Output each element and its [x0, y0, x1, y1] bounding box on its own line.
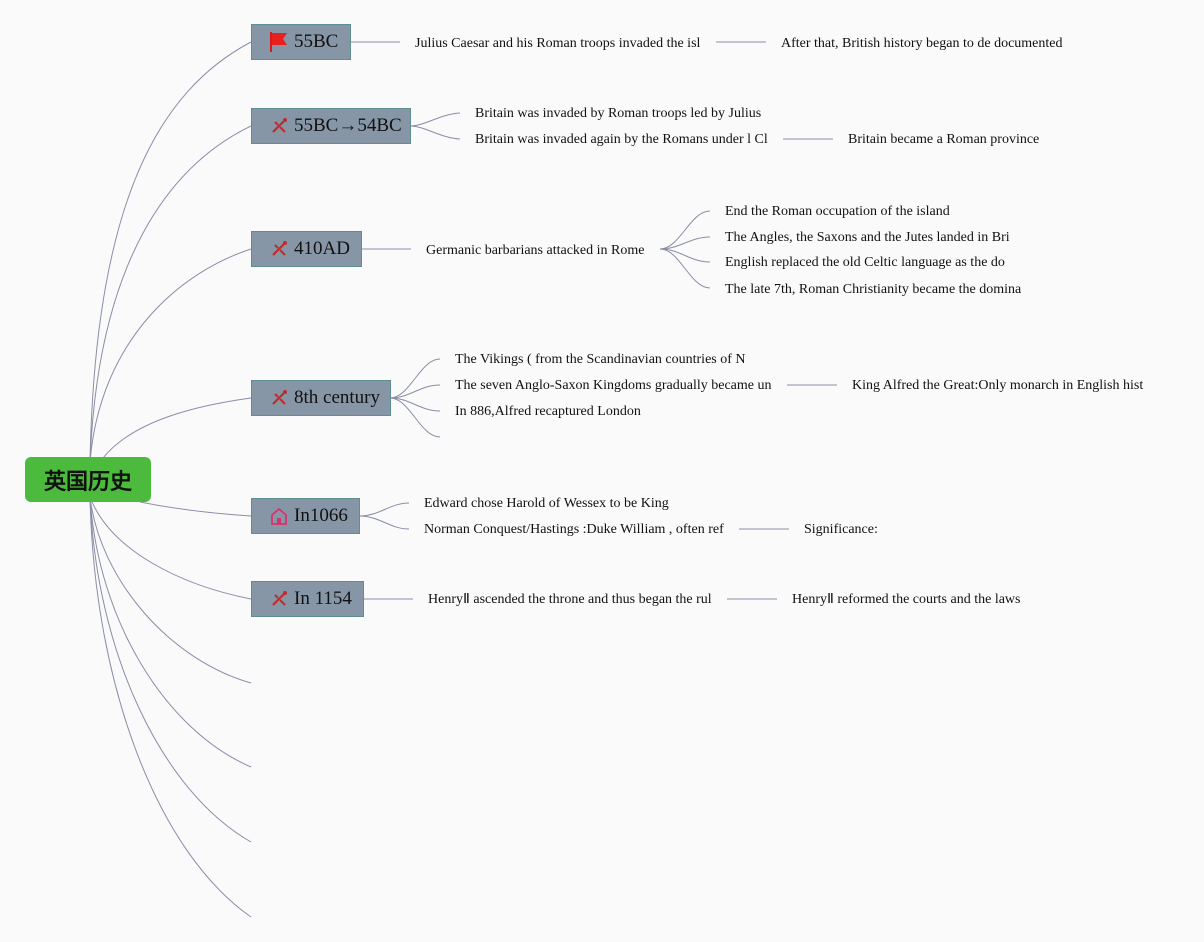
- link-t4-c4: [389, 397, 441, 438]
- subtopic-t4-2-1[interactable]: King Alfred the Great:Only monarch in En…: [852, 378, 1144, 393]
- link-t3-g4: [659, 248, 711, 289]
- subtopic-t4-1[interactable]: The Vikings ( from the Scandinavian coun…: [455, 352, 746, 367]
- link-t4-c2: [389, 384, 441, 399]
- subtopic-t3-1[interactable]: Germanic barbarians attacked in Rome: [426, 243, 645, 258]
- subtopic-t4-3[interactable]: In 886,Alfred recaptured London: [455, 404, 641, 419]
- subtopic-t6-1-1[interactable]: HenryⅡ reformed the courts and the laws: [792, 592, 1021, 607]
- root-link-empty-4: [89, 496, 252, 918]
- topic-label: In1066: [294, 505, 348, 526]
- subtopic-t3-1-3[interactable]: English replaced the old Celtic language…: [725, 255, 1005, 270]
- root-link-empty-1: [89, 496, 252, 684]
- tools-icon: [268, 238, 290, 260]
- link-t3-g2: [659, 236, 711, 250]
- subtopic-t1-1[interactable]: Julius Caesar and his Roman troops invad…: [415, 36, 701, 51]
- tools-icon: [268, 115, 290, 137]
- topic-410ad[interactable]: 410AD: [251, 231, 362, 267]
- subtopic-t4-4[interactable]: [455, 428, 515, 448]
- topic-label: 55BC: [294, 31, 339, 52]
- root-link-topic-4: [99, 397, 252, 463]
- subtopic-t6-1[interactable]: HenryⅡ ascended the throne and thus bega…: [428, 592, 712, 607]
- root-topic[interactable]: 英国历史: [25, 457, 151, 502]
- subtopic-t5-2[interactable]: Norman Conquest/Hastings :Duke William ,…: [424, 522, 724, 537]
- subtopic-t3-1-2[interactable]: The Angles, the Saxons and the Jutes lan…: [725, 230, 1010, 245]
- topic-label: 8th century: [294, 387, 381, 408]
- topic-label: In 1154: [294, 588, 352, 609]
- link-t4-c1: [389, 358, 441, 399]
- topic-in-1154[interactable]: In 1154: [251, 581, 364, 617]
- root-link-topic-2: [89, 125, 252, 463]
- root-link-empty-3: [89, 496, 252, 843]
- red-flag-icon: [268, 31, 290, 53]
- link-t5-c1: [358, 502, 410, 517]
- link-t5-c2: [358, 515, 410, 530]
- link-t3-g1: [659, 210, 711, 250]
- link-t2-c2: [409, 125, 461, 140]
- topic-55bc[interactable]: 55BC: [251, 24, 351, 60]
- subtopic-t1-1-1[interactable]: After that, British history began to de …: [781, 36, 1063, 51]
- link-t2-c1: [409, 112, 461, 127]
- tools-icon: [268, 588, 290, 610]
- subtopic-t2-2-1[interactable]: Britain became a Roman province: [848, 132, 1040, 147]
- subtopic-t5-1[interactable]: Edward chose Harold of Wessex to be King: [424, 496, 669, 511]
- topic-55bc-54bc[interactable]: 55BC→54BC: [251, 108, 411, 144]
- root-link-empty-2: [89, 496, 252, 768]
- root-link-topic-1: [89, 41, 252, 463]
- root-link-topic-3: [89, 248, 252, 463]
- subtopic-t4-2[interactable]: The seven Anglo-Saxon Kingdoms gradually…: [455, 378, 772, 393]
- subtopic-t3-1-1[interactable]: End the Roman occupation of the island: [725, 204, 950, 219]
- tools-icon: [268, 387, 290, 409]
- house-icon: [268, 505, 290, 527]
- topic-8th-century[interactable]: 8th century: [251, 380, 391, 416]
- topic-in1066[interactable]: In1066: [251, 498, 360, 534]
- root-link-topic-6: [89, 496, 252, 600]
- subtopic-t2-2[interactable]: Britain was invaded again by the Romans …: [475, 132, 768, 147]
- root-link-topic-5: [139, 501, 252, 517]
- subtopic-t2-1[interactable]: Britain was invaded by Roman troops led …: [475, 106, 762, 121]
- subtopic-t3-1-4[interactable]: The late 7th, Roman Christianity became …: [725, 282, 1022, 297]
- topic-label: 55BC→54BC: [294, 115, 402, 136]
- subtopic-t5-2-1[interactable]: Significance:: [804, 522, 878, 537]
- topic-label: 410AD: [294, 238, 350, 259]
